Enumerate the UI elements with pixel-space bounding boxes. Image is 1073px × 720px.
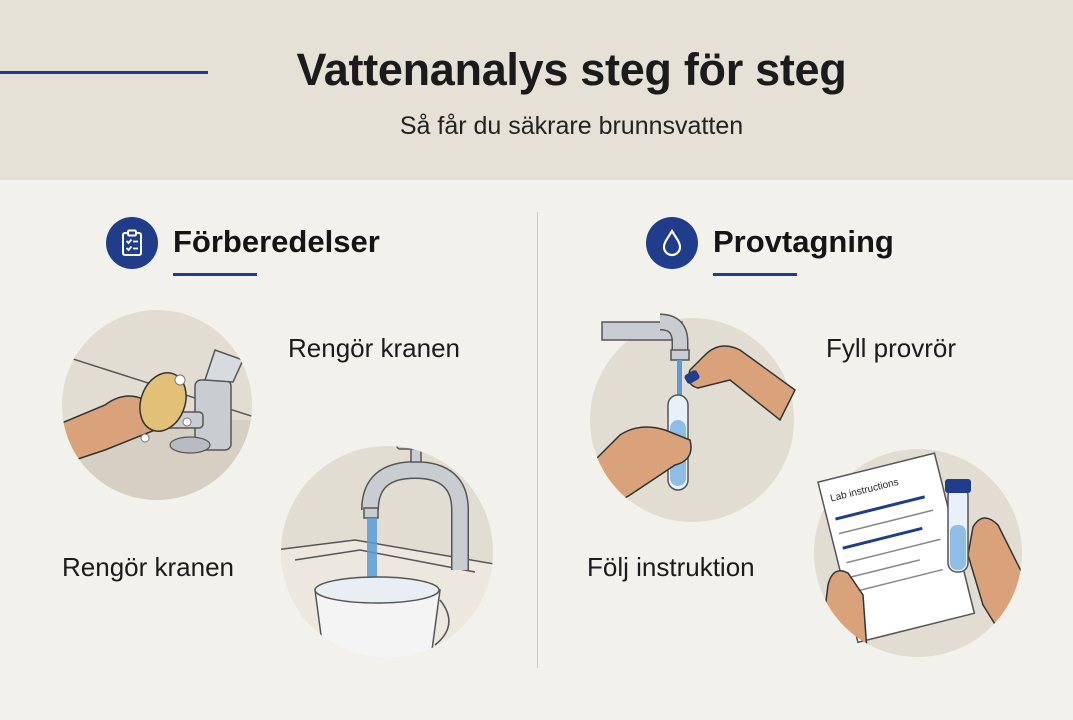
- step-label-fill-tube: Fyll provrör: [826, 333, 957, 363]
- section-title-forberedelser: Förberedelser: [173, 224, 380, 259]
- section-underline-provtagning: [713, 273, 797, 276]
- section-divider: [537, 212, 538, 668]
- page-title: Vattenanalys steg för steg: [296, 44, 847, 95]
- illustration-filling-test-tube: [590, 313, 796, 522]
- header-band: Vattenanalys steg för steg Så får du säk…: [0, 0, 1073, 180]
- illustration-cleaning-faucet: [62, 310, 252, 500]
- section-underline-forberedelser: [173, 273, 257, 276]
- water-drop-icon: [646, 217, 698, 269]
- clipboard-checklist-icon: [106, 217, 158, 269]
- step-label-clean-faucet-1: Rengör kranen: [288, 333, 460, 363]
- section-title-provtagning: Provtagning: [713, 224, 894, 259]
- step-label-follow-instructions: Följ instruktion: [587, 552, 755, 582]
- illustration-faucet-bucket: [281, 446, 493, 658]
- illustration-lab-instructions: Lab instructions: [814, 449, 1022, 657]
- header-accent-line: [0, 71, 208, 74]
- step-label-clean-faucet-2: Rengör kranen: [62, 552, 234, 582]
- page-subtitle: Så får du säkrare brunnsvatten: [399, 112, 744, 140]
